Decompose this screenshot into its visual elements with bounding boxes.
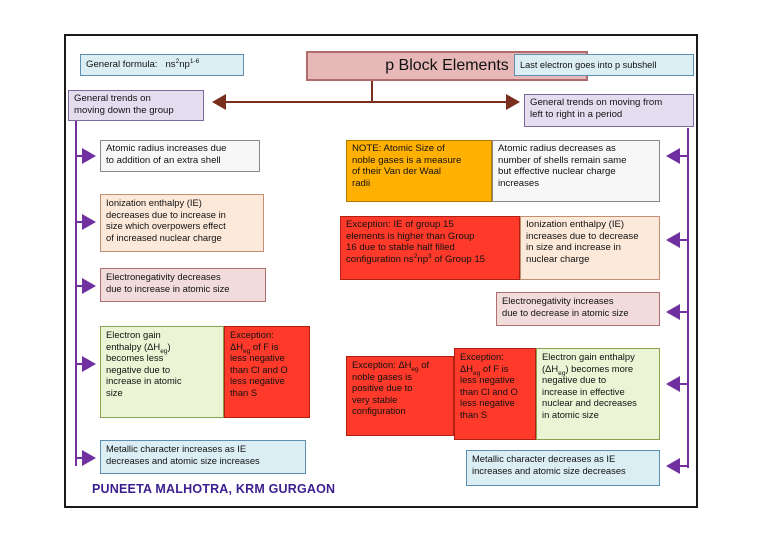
connector-arrows <box>75 81 689 474</box>
left-metallic: Metallic character increases as IE decre… <box>100 440 306 474</box>
right-metallic: Metallic character decreases as IE incre… <box>466 450 660 486</box>
left-trends-header: General trends on moving down the group <box>68 90 204 121</box>
author-credit: PUNEETA MALHOTRA, KRM GURGAON <box>92 482 336 496</box>
left-electronegativity: Electronegativity decreases due to incre… <box>100 268 266 302</box>
right-electron-gain: Electron gain enthalpy (ΔHeg) becomes mo… <box>536 348 660 440</box>
left-exception-f: Exception: ΔHeg of F is less negative th… <box>224 326 310 418</box>
left-ionization: Ionization enthalpy (IE) decreases due t… <box>100 194 264 252</box>
last-electron-box: Last electron goes into p subshell <box>514 54 694 76</box>
general-formula-label: General formula: <box>86 59 158 70</box>
left-atomic-radius: Atomic radius increases due to addition … <box>100 140 260 172</box>
right-exception-f: Exception: ΔHeg of F is less negative th… <box>454 348 536 440</box>
right-electronegativity: Electronegativity increases due to decre… <box>496 292 660 326</box>
slide: General formula: ns2np1-6 p Block Elemen… <box>64 34 698 508</box>
right-atomic-radius: Atomic radius decreases as number of she… <box>492 140 660 202</box>
general-formula-box: General formula: ns2np1-6 <box>80 54 244 76</box>
right-note-noble-gases: NOTE: Atomic Size of noble gases is a me… <box>346 140 492 202</box>
right-exception-group15: Exception: IE of group 15 elements is hi… <box>340 216 520 280</box>
right-exception-noble: Exception: ΔHeg of noble gases is positi… <box>346 356 454 436</box>
left-electron-gain: Electron gain enthalpy (ΔHeg) becomes le… <box>100 326 224 418</box>
right-trends-header: General trends on moving from left to ri… <box>524 94 694 127</box>
right-ionization: Ionization enthalpy (IE) increases due t… <box>520 216 660 280</box>
